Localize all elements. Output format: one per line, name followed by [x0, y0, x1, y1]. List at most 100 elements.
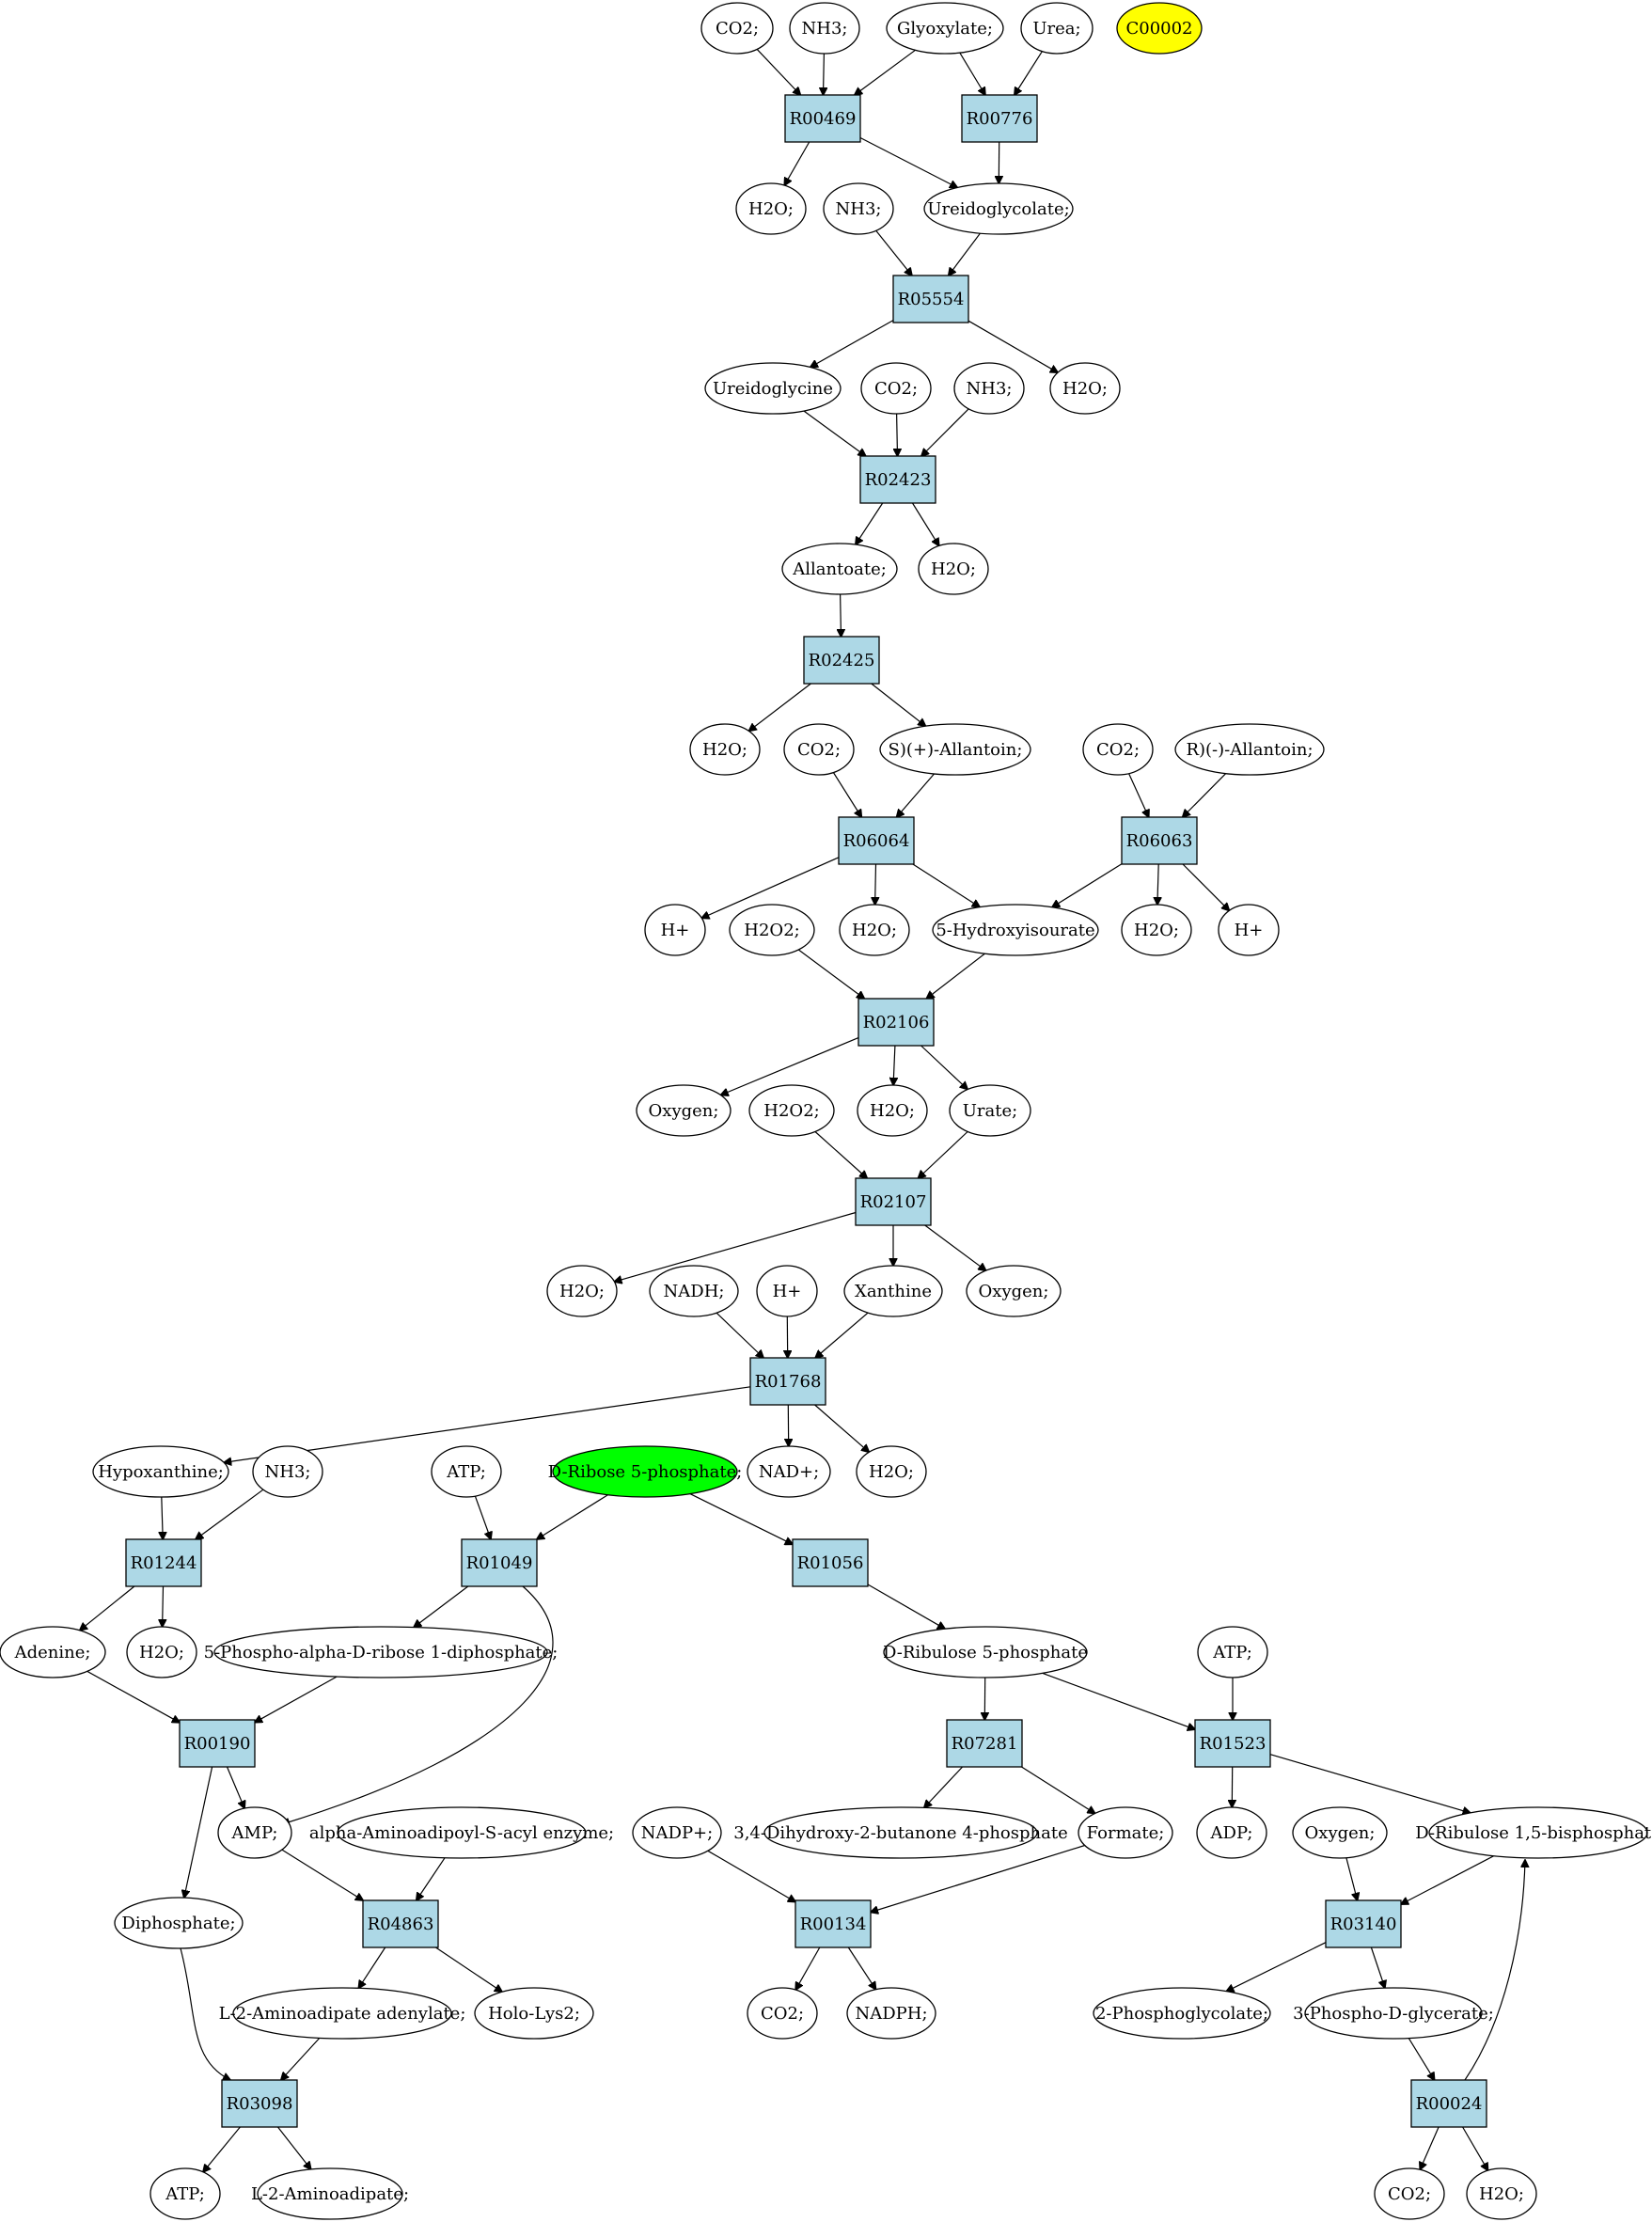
compound-node-hydroxyisourate[interactable]: 5-Hydroxyisourate: [932, 904, 1099, 956]
compound-node-holo-lys2[interactable]: Holo-Lys2;: [474, 1987, 594, 2040]
compound-node-co2-a[interactable]: CO2;: [700, 2, 774, 55]
reaction-box: [1121, 816, 1198, 865]
compound-node-nh3-c[interactable]: NH3;: [953, 362, 1025, 415]
compound-node-oxygen-a[interactable]: Oxygen;: [636, 1084, 732, 1137]
edge-aminoadipoyl_s-to-R04863: [417, 1857, 446, 1900]
compound-node-allantoate[interactable]: Allantoate;: [781, 543, 898, 595]
compound-node-glyoxylate[interactable]: Glyoxylate;: [886, 2, 1004, 55]
compound-node-h2o2-a[interactable]: H2O2;: [729, 904, 815, 956]
compound-node-aminoadipoyl-s[interactable]: alpha-Aminoadipoyl-S-acyl enzyme;: [309, 1806, 614, 1859]
compound-node-ureidoglycine[interactable]: Ureidoglycine: [704, 362, 842, 415]
compound-node-nh3-a[interactable]: NH3;: [789, 2, 860, 55]
compound-node-rubp[interactable]: D-Ribulose 1,5-bisphosphate: [1415, 1806, 1652, 1859]
compound-node-h2o-a[interactable]: H2O;: [735, 182, 807, 235]
compound-node-ribose5p[interactable]: D-Ribose 5-phosphate;: [548, 1445, 743, 1498]
compound-node-co2-e[interactable]: CO2;: [747, 1987, 818, 2040]
edges: [80, 48, 1525, 2172]
reaction-node-r01768[interactable]: R01768: [749, 1357, 826, 1406]
reaction-node-r00469[interactable]: R00469: [784, 94, 861, 143]
compound-node-adenine[interactable]: Adenine;: [0, 1626, 106, 1678]
compound-node-phosphoglycolate[interactable]: 2-Phosphoglycolate;: [1093, 1987, 1271, 2040]
compound-node-h2o-c[interactable]: H2O;: [918, 543, 989, 595]
reaction-node-r00776[interactable]: R00776: [961, 94, 1038, 143]
compound-node-h2o-f[interactable]: H2O;: [1121, 904, 1192, 956]
compound-node-adp[interactable]: ADP;: [1196, 1806, 1267, 1859]
compound-node-h-plus-a[interactable]: H+: [644, 904, 706, 956]
reaction-label: R06064: [843, 831, 910, 851]
compound-node-h2o-j[interactable]: H2O;: [126, 1626, 197, 1678]
reaction-node-r02106[interactable]: R02106: [857, 998, 935, 1047]
compound-node-co2-b[interactable]: CO2;: [860, 362, 932, 415]
compound-node-nh3-d[interactable]: NH3;: [252, 1445, 323, 1498]
compound-node-dhbp[interactable]: 3,4-Dihydroxy-2-butanone 4-phosphate: [733, 1806, 1068, 1859]
reaction-node-r06063[interactable]: R06063: [1121, 816, 1198, 865]
reaction-node-r06064[interactable]: R06064: [838, 816, 915, 865]
reaction-node-r01056[interactable]: R01056: [792, 1538, 869, 1587]
reaction-node-r01049[interactable]: R01049: [461, 1538, 538, 1587]
reaction-node-r01523[interactable]: R01523: [1194, 1719, 1271, 1768]
reaction-node-r05554[interactable]: R05554: [892, 275, 969, 323]
compound-node-atp-b[interactable]: ATP;: [1197, 1626, 1268, 1678]
compound-node-nad-plus[interactable]: NAD+;: [747, 1445, 831, 1498]
compound-node-h-plus-b[interactable]: H+: [1218, 904, 1280, 956]
compound-node-h-plus-c[interactable]: H+: [756, 1265, 818, 1317]
compound-node-c00002[interactable]: C00002: [1116, 2, 1203, 55]
compound-node-atp-a[interactable]: ATP;: [431, 1445, 502, 1498]
compound-ellipse: [252, 1445, 323, 1498]
reaction-node-r07281[interactable]: R07281: [946, 1719, 1023, 1768]
reaction-node-r00134[interactable]: R00134: [795, 1899, 872, 1948]
compound-node-xanthine[interactable]: Xanthine: [843, 1265, 943, 1317]
compound-node-h2o-b[interactable]: H2O;: [1049, 362, 1121, 415]
compound-node-atp-c[interactable]: ATP;: [149, 2167, 221, 2220]
compound-node-h2o-k[interactable]: H2O;: [1466, 2167, 1537, 2220]
compound-node-co2-d[interactable]: CO2;: [1082, 723, 1154, 776]
compound-node-oxygen-b[interactable]: Oxygen;: [966, 1265, 1062, 1317]
compound-node-oxygen-c[interactable]: Oxygen;: [1292, 1806, 1388, 1859]
compound-node-nadp-plus[interactable]: NADP+;: [632, 1806, 722, 1859]
reaction-label: R05554: [898, 290, 965, 309]
compound-node-amp[interactable]: AMP;: [217, 1806, 292, 1859]
compound-ellipse: [232, 1987, 452, 2040]
compound-node-prpp[interactable]: 5-Phospho-alpha-D-ribose 1-diphosphate;: [204, 1626, 559, 1678]
compound-node-h2o-g[interactable]: H2O;: [857, 1084, 928, 1137]
compound-node-h2o2-b[interactable]: H2O2;: [748, 1084, 835, 1137]
compound-node-ribulose5p[interactable]: D-Ribulose 5-phosphate: [883, 1626, 1088, 1678]
reaction-node-r01244[interactable]: R01244: [125, 1538, 202, 1587]
reaction-node-r02425[interactable]: R02425: [803, 636, 880, 685]
compound-label: Diphosphate;: [121, 1914, 235, 1933]
compound-node-ureidoglycolate[interactable]: Ureidoglycolate;: [923, 182, 1074, 235]
compound-node-hypoxanthine[interactable]: Hypoxanthine;: [92, 1445, 229, 1498]
compound-node-urea[interactable]: Urea;: [1020, 2, 1093, 55]
reaction-node-r02107[interactable]: R02107: [855, 1177, 932, 1226]
compound-node-h2o-h[interactable]: H2O;: [546, 1265, 618, 1317]
compound-label: Adenine;: [14, 1643, 91, 1663]
compound-node-nh3-b[interactable]: NH3;: [823, 182, 894, 235]
compound-node-h2o-e[interactable]: H2O;: [839, 904, 910, 956]
reaction-node-r00190[interactable]: R00190: [179, 1719, 256, 1768]
compound-node-nadh[interactable]: NADH;: [649, 1265, 739, 1317]
compound-label: H2O;: [748, 199, 794, 219]
compound-node-phosphoglycerate[interactable]: 3-Phospho-D-glycerate;: [1293, 1987, 1494, 2040]
compound-node-h2o-i[interactable]: H2O;: [856, 1445, 927, 1498]
compound-node-h2o-d[interactable]: H2O;: [689, 723, 761, 776]
compound-node-urate[interactable]: Urate;: [949, 1084, 1031, 1137]
compound-node-diphosphate[interactable]: Diphosphate;: [114, 1897, 244, 1949]
compound-node-nadph[interactable]: NADPH;: [846, 1987, 936, 2040]
compound-node-formate[interactable]: Formate;: [1078, 1806, 1173, 1859]
compound-label: NAD+;: [759, 1462, 819, 1482]
reaction-node-r02423[interactable]: R02423: [859, 455, 936, 504]
reaction-label: R07281: [952, 1734, 1018, 1754]
compound-node-co2-f[interactable]: CO2;: [1374, 2167, 1445, 2220]
reaction-node-r03098[interactable]: R03098: [221, 2079, 298, 2128]
reaction-node-r00024[interactable]: R00024: [1410, 2079, 1487, 2128]
compound-node-s-allantoin[interactable]: S)(+)-Allantoin;: [879, 723, 1031, 776]
compound-ellipse: [337, 1806, 587, 1859]
compound-node-co2-c[interactable]: CO2;: [783, 723, 855, 776]
reaction-label: R03140: [1330, 1915, 1397, 1934]
compound-label: AMP;: [231, 1823, 278, 1843]
compound-node-aminoadipate-adenylate[interactable]: L-2-Aminoadipate adenylate;: [219, 1987, 466, 2040]
compound-node-r-allantoin[interactable]: R)(-)-Allantoin;: [1174, 723, 1325, 776]
reaction-node-r03140[interactable]: R03140: [1325, 1899, 1402, 1948]
reaction-node-r04863[interactable]: R04863: [362, 1899, 439, 1948]
compound-node-aminoadipate[interactable]: L-2-Aminoadipate;: [251, 2167, 409, 2220]
